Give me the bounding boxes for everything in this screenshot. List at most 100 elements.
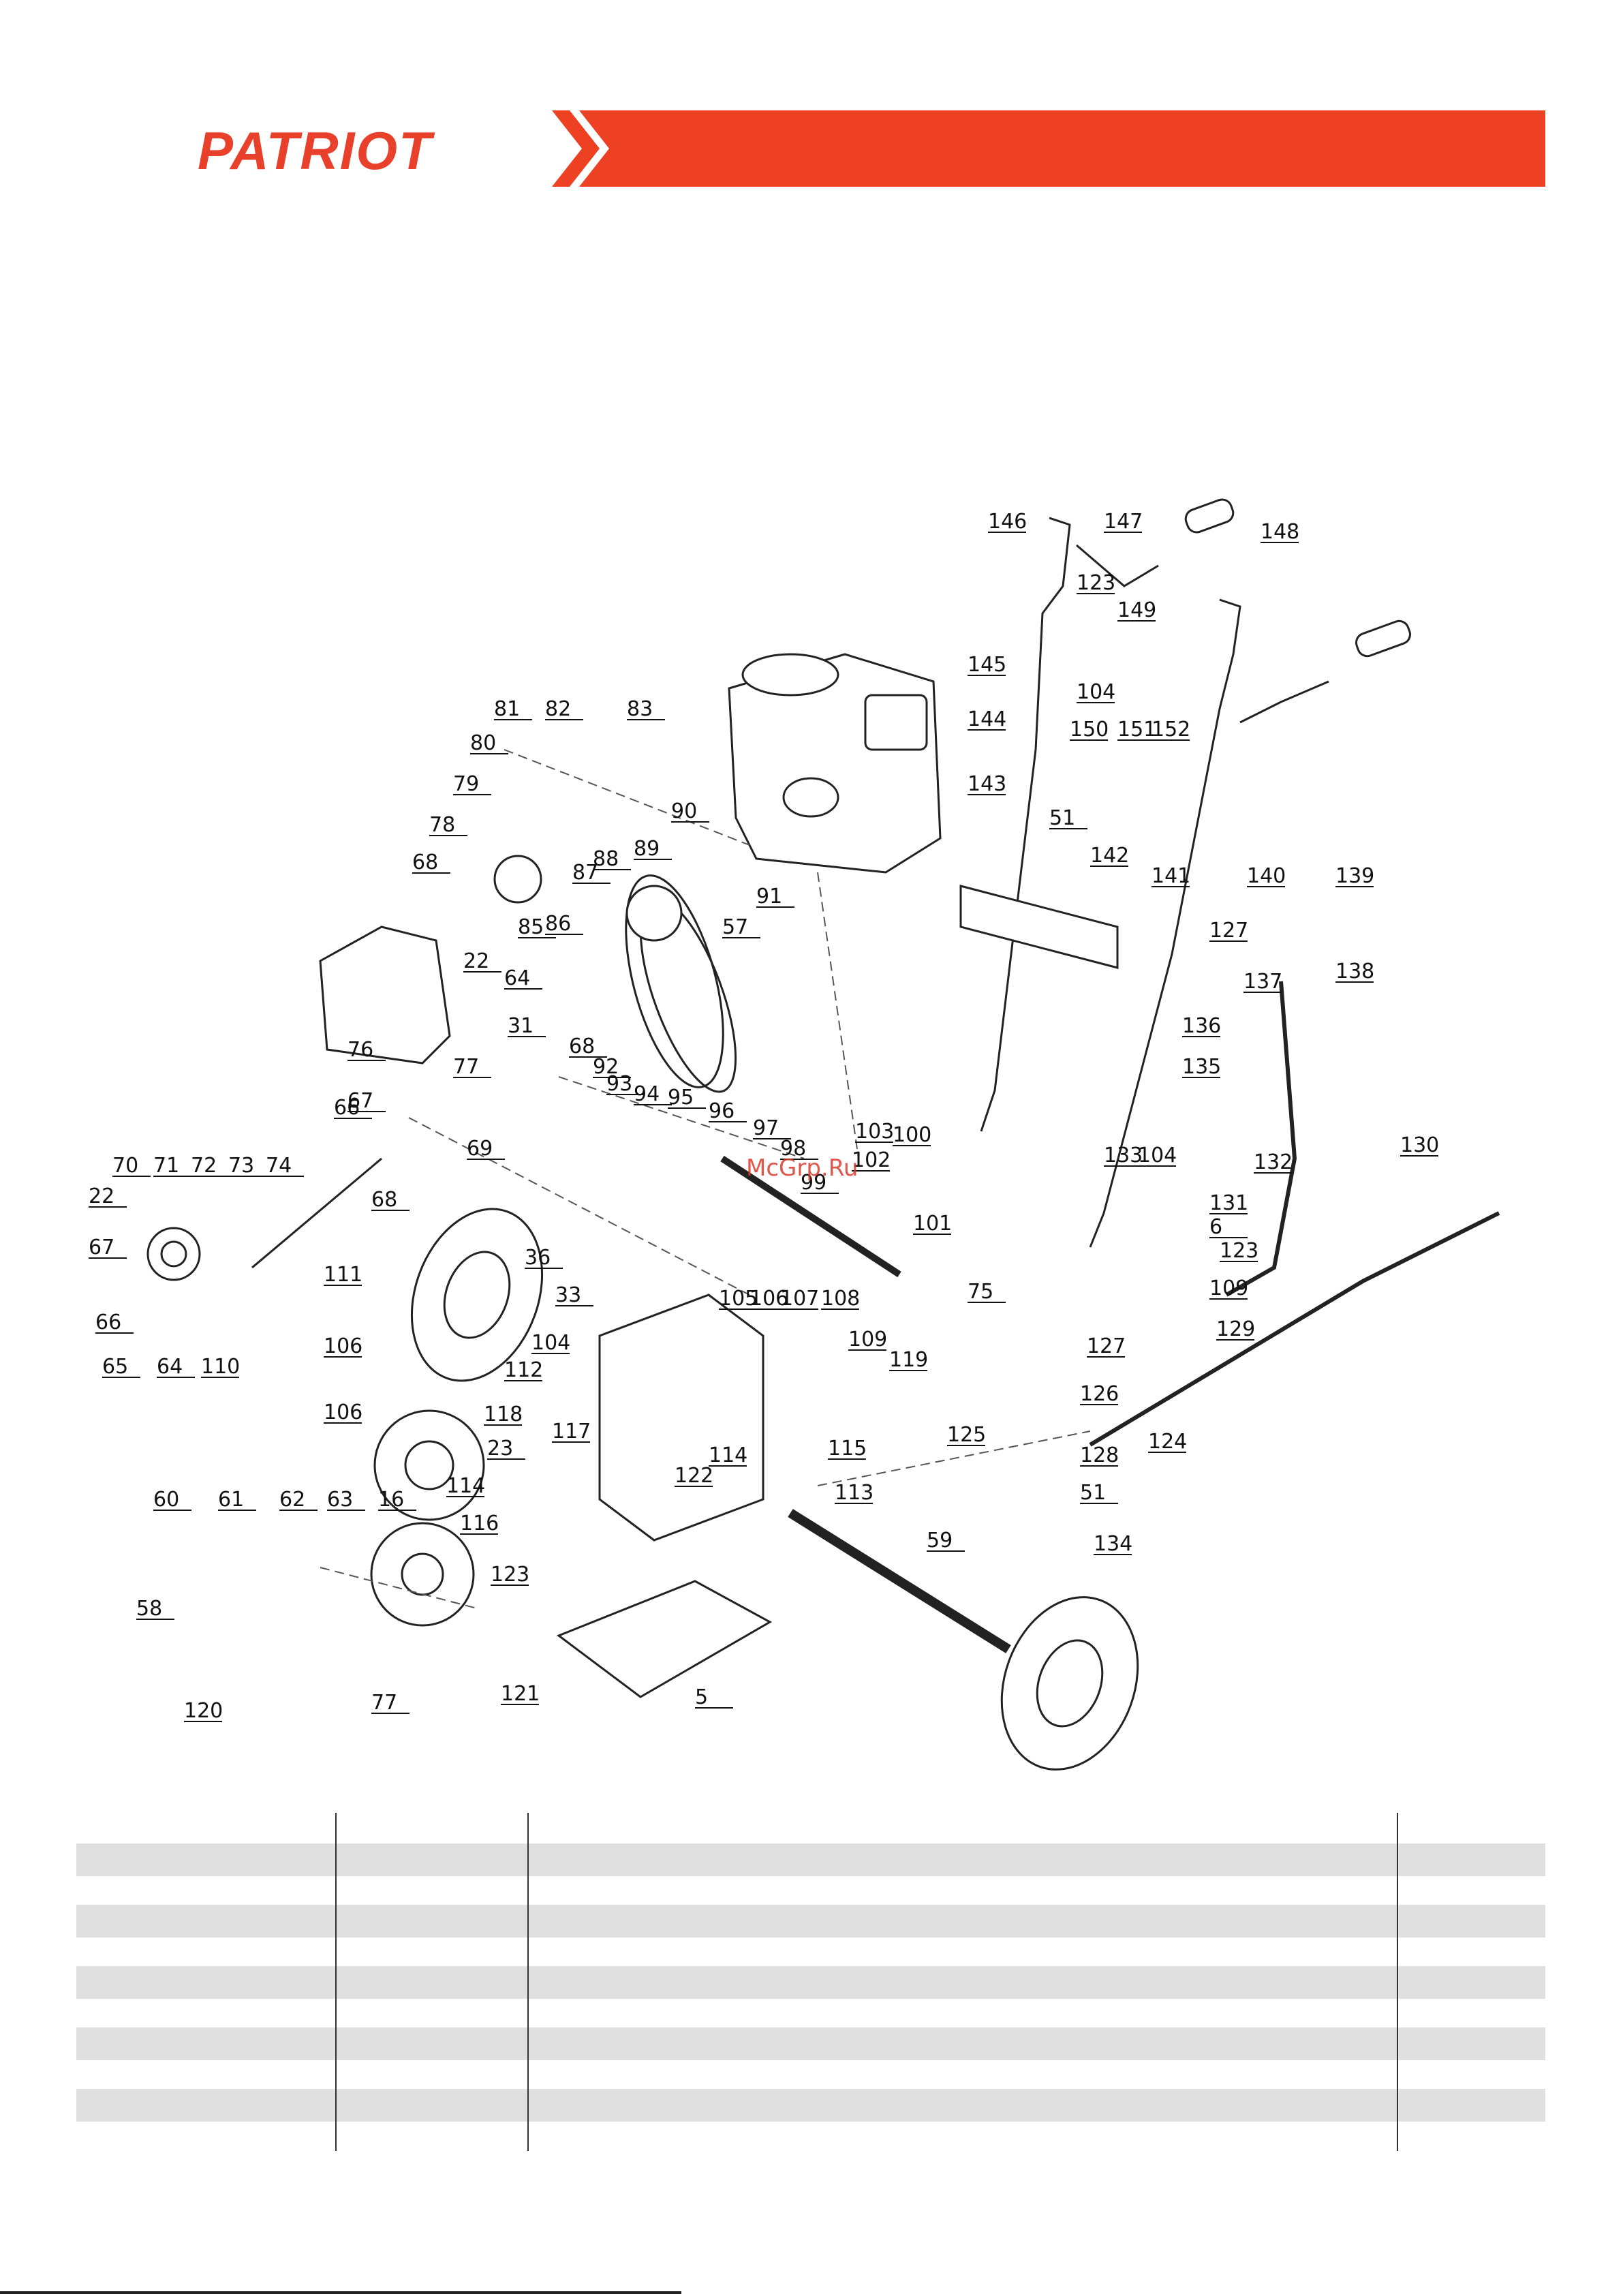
callout-104: 104 <box>1138 1144 1177 1167</box>
callout-132: 132 <box>1254 1150 1293 1174</box>
table-row <box>76 2058 1545 2091</box>
callout-number: 36 <box>525 1246 551 1270</box>
callout-number: 58 <box>136 1597 162 1621</box>
callout-71: 71 <box>153 1154 191 1178</box>
table-row <box>76 1966 1545 1999</box>
callout-number: 148 <box>1261 520 1299 544</box>
callout-88: 88 <box>593 847 631 871</box>
callout-76: 76 <box>347 1038 386 1062</box>
callout-number: 68 <box>569 1035 595 1058</box>
callout-number: 98 <box>780 1137 806 1161</box>
callout-77: 77 <box>371 1691 409 1715</box>
table-row <box>76 1997 1545 2030</box>
callout-99: 99 <box>801 1171 839 1195</box>
callout-number: 142 <box>1090 844 1129 868</box>
callout-51: 51 <box>1080 1481 1118 1505</box>
callout-133: 133 <box>1104 1144 1143 1167</box>
callout-number: 104 <box>531 1331 570 1355</box>
callout-90: 90 <box>671 799 709 823</box>
callout-number: 132 <box>1254 1150 1293 1174</box>
callout-number: 134 <box>1094 1532 1132 1556</box>
callout-number: 31 <box>508 1014 534 1038</box>
callout-5: 5 <box>695 1685 733 1709</box>
callout-number: 150 <box>1070 718 1109 741</box>
callout-number: 113 <box>835 1481 874 1505</box>
callout-number: 144 <box>968 707 1006 731</box>
parts-table <box>76 1813 1545 2151</box>
callout-number: 57 <box>722 915 748 939</box>
callout-73: 73 <box>228 1154 266 1178</box>
callout-number: 73 <box>228 1154 254 1178</box>
handle-assembly <box>959 498 1411 1248</box>
callout-121: 121 <box>501 1682 540 1706</box>
callout-number: 125 <box>947 1423 986 1447</box>
callout-146: 146 <box>988 510 1027 534</box>
callout-110: 110 <box>201 1355 240 1379</box>
callout-150: 150 <box>1070 718 1109 741</box>
callout-36: 36 <box>525 1246 563 1270</box>
callout-number: 116 <box>460 1512 499 1535</box>
callout-number: 140 <box>1247 864 1286 888</box>
callout-89: 89 <box>634 837 672 861</box>
callout-96: 96 <box>709 1099 747 1123</box>
callout-number: 128 <box>1080 1443 1119 1467</box>
callout-number: 87 <box>572 861 598 885</box>
callout-138: 138 <box>1335 960 1374 983</box>
callout-64: 64 <box>157 1355 195 1379</box>
callout-108: 108 <box>821 1287 860 1311</box>
table-row <box>76 1935 1545 1968</box>
table-column-divider <box>527 1813 529 2151</box>
callout-57: 57 <box>722 915 760 939</box>
callout-68: 68 <box>412 851 450 874</box>
callout-145: 145 <box>968 653 1006 677</box>
table-column-divider <box>1397 1813 1398 2151</box>
table-row <box>76 1905 1545 1938</box>
callout-number: 67 <box>347 1089 373 1113</box>
table-row <box>76 2027 1545 2060</box>
callout-number: 82 <box>545 697 571 721</box>
callout-number: 119 <box>889 1348 928 1372</box>
callout-22: 22 <box>89 1184 127 1208</box>
callout-144: 144 <box>968 707 1006 731</box>
brand-wordmark: PATRIOT <box>198 121 433 181</box>
callout-number: 147 <box>1104 510 1143 534</box>
callout-number: 77 <box>453 1055 479 1079</box>
callout-number: 76 <box>347 1038 373 1062</box>
left-wheel <box>410 1208 544 1382</box>
callout-128: 128 <box>1080 1443 1119 1467</box>
callout-64: 64 <box>504 966 542 990</box>
callout-140: 140 <box>1247 864 1286 888</box>
callout-123: 123 <box>491 1563 529 1587</box>
callout-66: 66 <box>95 1311 134 1334</box>
callout-107: 107 <box>780 1287 819 1311</box>
callout-69: 69 <box>467 1137 505 1161</box>
callout-number: 109 <box>1209 1276 1248 1300</box>
callout-number: 74 <box>266 1154 292 1178</box>
callout-number: 143 <box>968 772 1006 796</box>
callout-62: 62 <box>279 1488 318 1512</box>
callout-number: 101 <box>913 1212 952 1236</box>
callout-number: 51 <box>1080 1481 1106 1505</box>
callout-142: 142 <box>1090 844 1129 868</box>
callout-93: 93 <box>606 1072 645 1096</box>
callout-number: 121 <box>501 1682 540 1706</box>
callout-number: 65 <box>102 1355 128 1379</box>
callout-91: 91 <box>756 885 794 908</box>
callout-number: 5 <box>695 1685 708 1709</box>
callout-number: 145 <box>968 653 1006 677</box>
table-row <box>76 1813 1545 1846</box>
assembly-guide-lines <box>320 749 1091 1609</box>
callout-6: 6 <box>1209 1215 1248 1239</box>
drive-gear <box>373 1409 485 1521</box>
callout-127: 127 <box>1209 919 1248 943</box>
table-row <box>76 2119 1545 2152</box>
callout-number: 127 <box>1087 1334 1126 1358</box>
callout-number: 99 <box>801 1171 826 1195</box>
callout-117: 117 <box>552 1420 591 1443</box>
callout-number: 93 <box>606 1072 632 1096</box>
callout-75: 75 <box>968 1280 1006 1304</box>
callout-number: 149 <box>1117 598 1156 622</box>
callout-74: 74 <box>266 1154 304 1178</box>
